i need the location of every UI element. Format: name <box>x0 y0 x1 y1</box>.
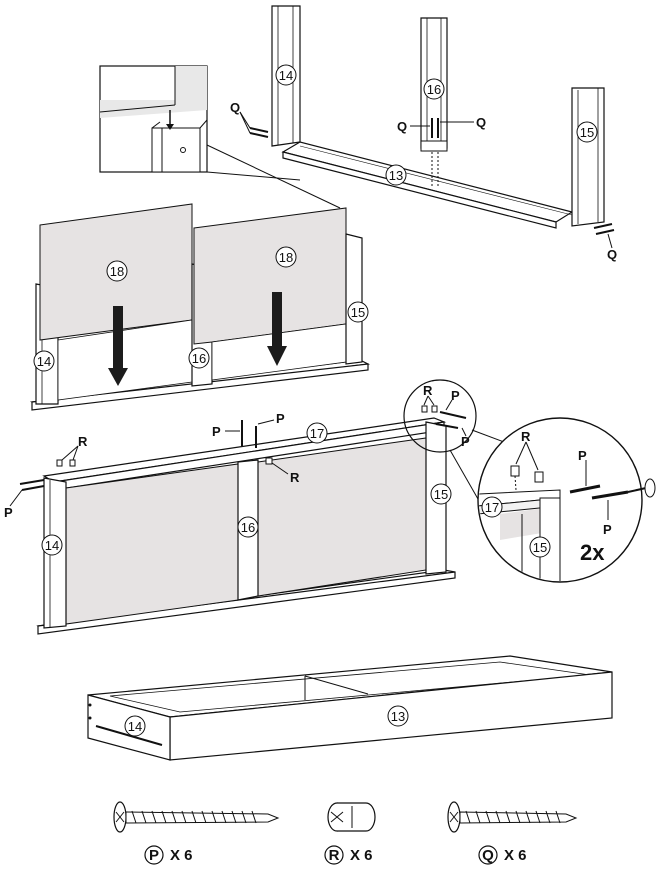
cam-lock-r-callout: R <box>56 434 88 467</box>
detail-zoom-circle: 17 15 R P P <box>477 417 656 583</box>
screw-q-icon <box>447 801 578 833</box>
legend-qty-r: X 6 <box>350 847 373 864</box>
label-part-14: 14 <box>37 354 51 369</box>
part-18-back-panel-left: 18 <box>39 203 193 401</box>
hardware-label-p: P <box>461 434 470 449</box>
hardware-label-p: P <box>451 388 460 403</box>
hardware-label-r: R <box>521 429 531 444</box>
part-15-side-panel: 15 <box>571 87 605 227</box>
part-14-side-panel: 14 <box>271 5 301 147</box>
label-part-18: 18 <box>279 250 293 265</box>
detail-small-parts: R P P <box>421 383 470 449</box>
hardware-label-p: P <box>276 411 285 426</box>
screw-p-icon <box>113 801 280 833</box>
hardware-label-r: R <box>423 383 433 398</box>
part-17-top-panel: 17 <box>42 417 447 491</box>
label-part-13: 13 <box>389 168 403 183</box>
legend-item-r: R X 6 <box>324 845 373 865</box>
label-part-16: 16 <box>241 520 255 535</box>
cam-r-icon <box>327 802 376 832</box>
hardware-label-q: Q <box>476 115 486 130</box>
hardware-label-p: P <box>212 424 221 439</box>
label-part-15: 15 <box>351 305 365 320</box>
legend-letter-r: R <box>329 847 340 864</box>
screw-q-left: Q <box>230 100 269 138</box>
hardware-label-r: R <box>290 470 300 485</box>
legend-item-p: P X 6 <box>144 845 193 865</box>
part-13-base <box>281 141 574 229</box>
label-part-14: 14 <box>45 538 59 553</box>
part-18-back-panel-right: 18 <box>193 207 347 381</box>
legend-qty-p: X 6 <box>170 847 193 864</box>
label-part-17: 17 <box>485 500 499 515</box>
hardware-label-p: P <box>603 522 612 537</box>
detail-highlight-circle <box>403 379 477 453</box>
screw-q-middle: Q Q <box>397 115 486 138</box>
part-15-side-panel: 15 <box>425 421 452 575</box>
label-part-16: 16 <box>427 82 441 97</box>
hardware-label-q: Q <box>607 247 617 262</box>
cam-lock-r-middle: R <box>265 457 300 485</box>
detail-multiplier: 2x <box>580 540 605 565</box>
step-4-lay-flat: 13 14 <box>87 655 613 761</box>
step-1-frame-assembly: 14 16 15 13 Q <box>99 5 617 262</box>
legend-letter-p: P <box>149 847 159 864</box>
label-part-18: 18 <box>110 264 124 279</box>
step-3-top-panel: 17 14 16 15 R <box>4 379 656 635</box>
label-part-15: 15 <box>434 487 448 502</box>
step-2-back-panels: 14 18 16 18 15 <box>29 203 371 411</box>
part-14-end-face: 14 <box>87 694 171 761</box>
label-part-13: 13 <box>391 709 405 724</box>
screw-p-top: P P <box>212 411 285 448</box>
label-part-16: 16 <box>192 351 206 366</box>
hardware-label-p: P <box>578 448 587 463</box>
label-part-15: 15 <box>533 540 547 555</box>
label-part-17: 17 <box>310 426 324 441</box>
part-15-side-panel: 15 <box>345 233 369 365</box>
part-16-divider: 16 <box>420 17 448 188</box>
label-part-14: 14 <box>279 68 293 83</box>
legend-item-q: Q X 6 <box>478 845 527 865</box>
hardware-label-p: P <box>4 505 13 520</box>
part-14-side-panel: 14 <box>41 477 67 629</box>
hardware-label-q: Q <box>230 100 240 115</box>
label-part-15: 15 <box>580 125 594 140</box>
legend-letter-q: Q <box>482 847 494 864</box>
screw-q-right: Q <box>593 223 617 262</box>
part-16-divider: 16 <box>237 459 259 601</box>
label-part-14: 14 <box>128 719 142 734</box>
hardware-label-r: R <box>78 434 88 449</box>
step-1-detail-inset <box>99 65 341 209</box>
screw-p-left: P <box>4 479 45 520</box>
hardware-label-q: Q <box>397 119 407 134</box>
legend-qty-q: X 6 <box>504 847 527 864</box>
hardware-legend: P X 6 R X 6 Q X 6 <box>113 801 578 865</box>
